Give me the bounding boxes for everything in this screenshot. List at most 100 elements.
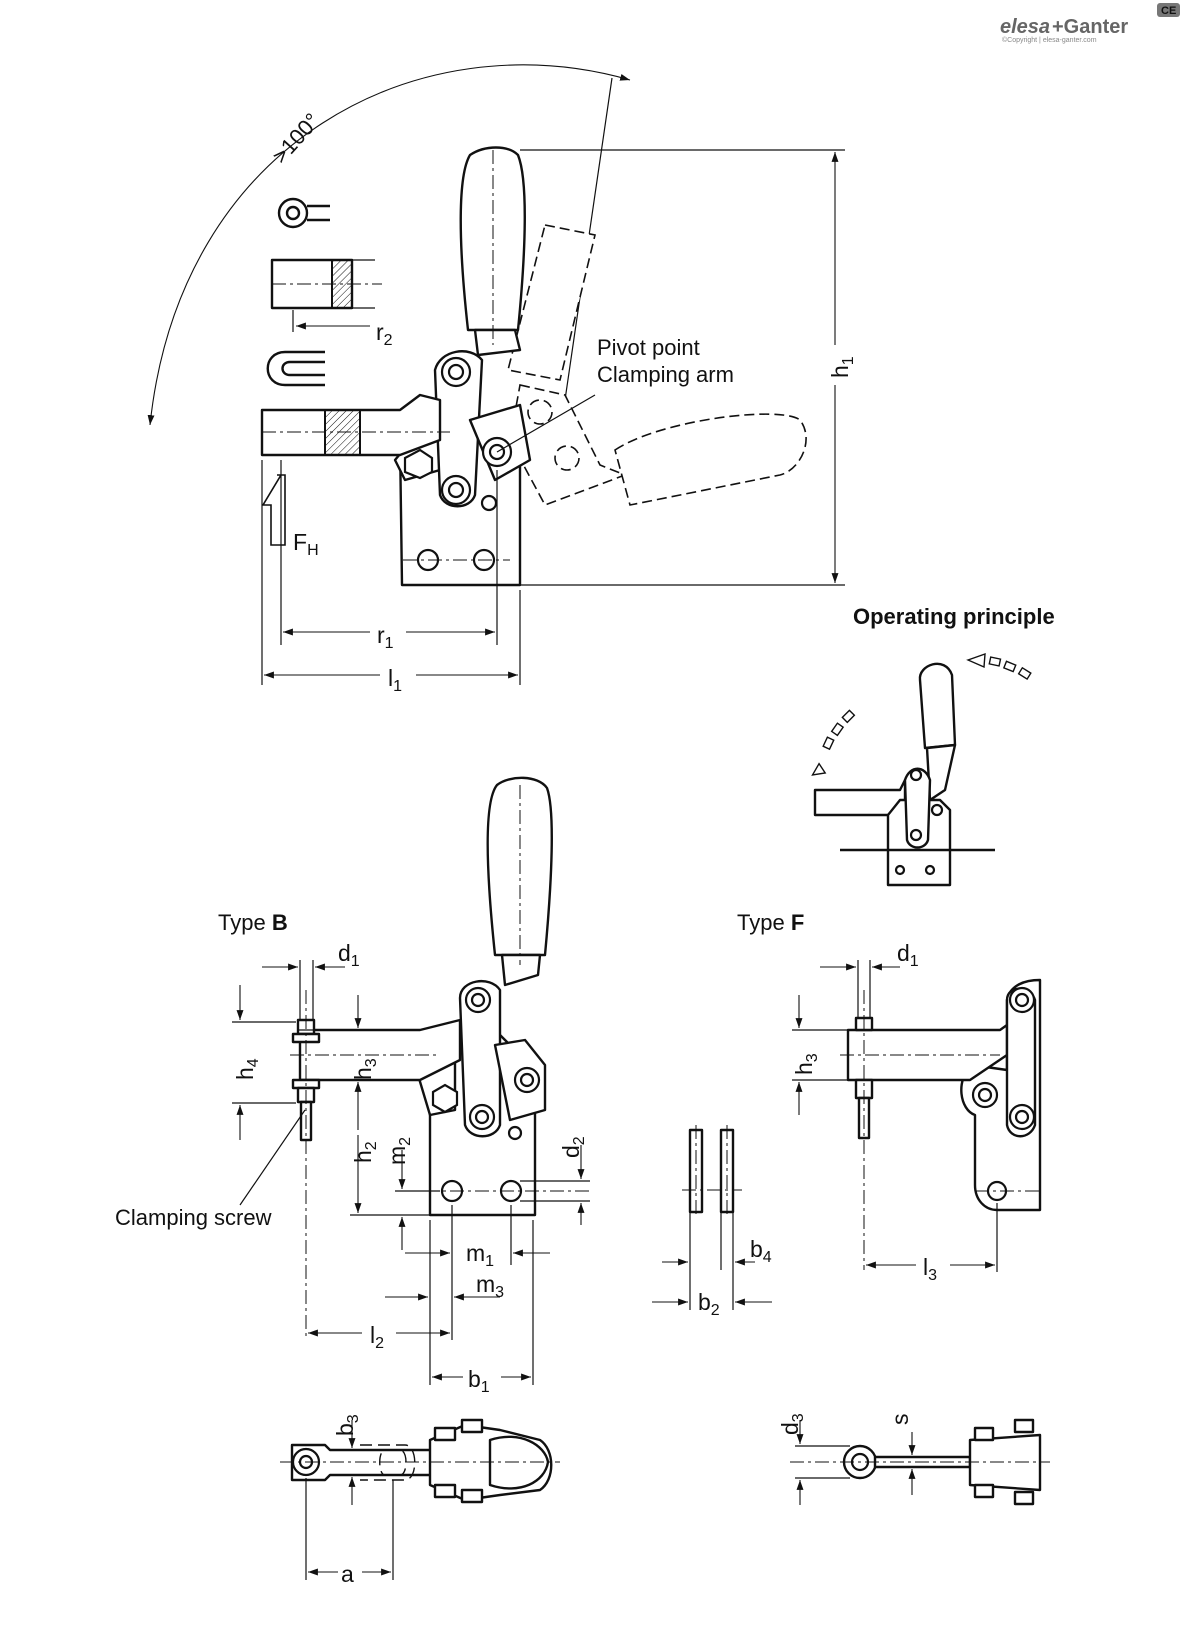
f-top-body [968,1433,1042,1492]
dim-FH: FH [293,529,319,559]
f-pivot-hole-bottom-inner [1014,1109,1030,1125]
dim-h3-f: h3 [791,1053,821,1075]
b-top-slot-inner [379,1449,407,1476]
clamping-screw-leader [239,1109,306,1206]
b-hex-nut [431,1083,459,1114]
b-pivot-hole-right-inner [519,1072,535,1088]
pivot-leader [496,394,596,453]
f-top-nut-4 [1013,1490,1035,1506]
dim-l3: l3 [923,1254,937,1284]
arm-end-details: r2 [266,197,393,387]
type-f-view: Type F d1 h3 l3 [737,910,1042,1284]
op-open-arrow [811,709,856,776]
type-b-view: Type B Clamping screw [115,776,590,1396]
pivot-label-2: Clamping arm [597,362,734,387]
operating-principle-title: Operating principle [853,604,1055,629]
r1-label-bg [370,620,406,650]
brand-name-a: elesa [1000,16,1050,38]
dim-r2: r2 [376,319,393,349]
operating-principle: Operating principle [811,604,1055,887]
opening-angle-arc [147,64,631,426]
handle-neck [473,328,522,357]
dim-d2: d2 [558,1136,588,1158]
op-pivot-2 [909,828,923,842]
washer-detail: b4 b2 [652,1125,772,1319]
b-top-nut-3 [433,1483,457,1499]
dim-l2: l2 [370,1322,384,1352]
b-top-nut-4 [460,1488,484,1504]
b-handle-neck [500,953,542,987]
f-arm [846,1023,1009,1082]
dim-h1: h1 [827,356,857,378]
op-pivot-3 [930,803,944,817]
brand-badge: CE [1161,5,1176,17]
dim-l1: l1 [388,665,402,695]
f-top-nut-1 [973,1426,995,1442]
hex-nut [403,448,434,480]
pivot-open-a [527,399,553,425]
type-b-label: Type B [218,910,288,935]
type-b-top-view: a b3 [280,1414,560,1588]
brand-logo: elesa +Ganter CE ©Copyright | elesa-gant… [1000,3,1180,44]
f-pivot-hole-top-inner [1014,992,1030,1008]
op-handle [918,662,957,750]
main-side-view: >100° P [147,64,857,695]
b-pivot-hole-top-inner [470,992,486,1008]
dim-m2: m2 [384,1137,414,1165]
a-label-bg [338,1560,362,1588]
brand-copyright: ©Copyright | elesa-ganter.com [1002,36,1097,44]
f-top-nut-2 [1013,1418,1035,1434]
f-pivot-hole-left-inner [977,1087,993,1103]
op-mount-1 [894,864,906,876]
b-top-slot [360,1444,416,1481]
f-l3-label-bg [916,1253,950,1283]
b-arm [298,1018,462,1082]
type-f-top-view: d3 s [777,1413,1050,1506]
type-f-label: Type F [737,910,804,935]
handle-open-2 [614,413,807,506]
pivot-open-b [554,445,580,471]
b-top-handle [488,1435,550,1490]
pivot-hole-bottom-inner [447,481,465,499]
dim-s: s [887,1414,913,1426]
eye-end-hole [285,205,301,221]
brand-name-b: +Ganter [1052,16,1128,38]
dim-d1-b: d1 [338,940,360,970]
rivet-hole [480,494,498,512]
b-rivet-hole [507,1125,523,1141]
clamping-screw-label: Clamping screw [115,1205,272,1230]
op-mount-2 [924,864,936,876]
dim-a: a [341,1561,354,1587]
dim-d1-f: d1 [897,940,919,970]
pivot-label-1: Pivot point [597,335,700,360]
f-link [1005,987,1037,1138]
dim-d3: d3 [777,1413,807,1435]
dim-h3-b: h3 [350,1058,380,1080]
brand-badge-bg [1157,3,1180,17]
fork-end [266,350,325,387]
b-b1-label-bg [463,1365,501,1395]
dim-b3: b3 [332,1414,362,1436]
dim-b1: b1 [468,1366,490,1396]
dim-r1: r1 [377,622,394,652]
h1-label-bg [822,345,850,385]
angle-label: >100° [267,108,325,168]
op-pivot-1 [909,768,923,782]
force-arrow [261,474,286,546]
dim-m1: m1 [466,1240,494,1270]
dim-b2: b2 [698,1289,720,1319]
b-top-nut-2 [460,1418,484,1434]
handle-open-1 [507,224,596,381]
op-neck [925,743,957,802]
pivot-hole-top-inner [447,363,465,381]
dim-h2: h2 [350,1141,380,1163]
dim-m3: m3 [476,1271,504,1301]
l1-label-bg [380,663,416,693]
op-close-arrow [966,652,1032,681]
f-top-nut-3 [973,1483,995,1499]
b-top-nut-1 [433,1426,457,1442]
b-pivot-hole-bottom-inner [474,1109,490,1125]
dim-b4: b4 [750,1236,772,1266]
dim-h4: h4 [232,1058,262,1080]
